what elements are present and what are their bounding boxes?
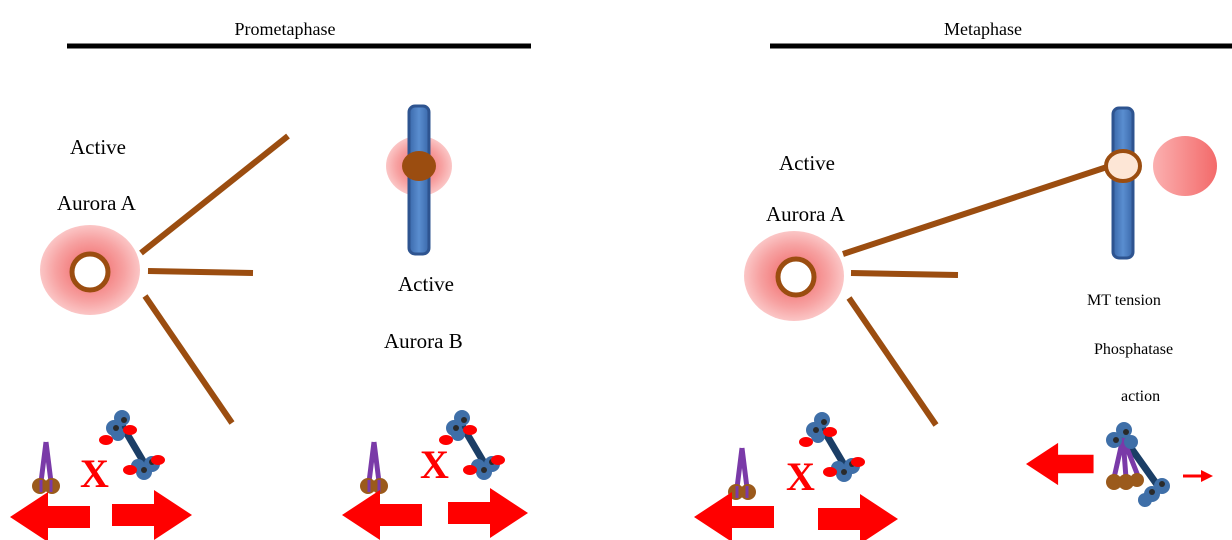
engaged-motor-complex (1106, 422, 1170, 507)
prometaphase-aurora-a-line2: Aurora A (57, 191, 137, 215)
force-arrow-right-icon (818, 494, 898, 540)
aurora-b-line1: Active (398, 272, 454, 296)
cross-mark: X (80, 451, 109, 496)
metaphase-aurora-a-line2: Aurora A (766, 202, 846, 226)
force-arrow-right-icon (448, 488, 528, 538)
metaphase-aurora-a-line1: Active (779, 151, 835, 175)
small-force-arrow-right-icon (1183, 470, 1213, 482)
note-line1: MT tension (1087, 292, 1161, 309)
prometaphase-aurora-a-line1: Active (70, 135, 126, 159)
aurora-b-glow (1153, 136, 1217, 196)
microtubule-line (147, 268, 254, 276)
prometaphase-panel: Prometaphase Active Aurora A Active Auro… (10, 19, 531, 540)
force-arrow-left-icon (1026, 442, 1094, 486)
force-arrow-left-icon (342, 490, 422, 540)
note-line3: action (1121, 388, 1160, 405)
motor-protein-icon (360, 442, 388, 494)
motor-protein-icon (728, 448, 756, 500)
metaphase-title: Metaphase (944, 19, 1022, 39)
microtubule-line (846, 296, 939, 427)
microtubule-line (850, 270, 959, 278)
centrosome (775, 256, 817, 298)
cross-mark: X (786, 454, 815, 499)
phosphorylated-complex-icon (439, 410, 505, 480)
kinetochore-disc (1104, 149, 1142, 183)
force-arrow-left-icon (10, 492, 90, 540)
force-arrow-right-icon (112, 490, 192, 540)
note-line2: Phosphatase (1094, 341, 1173, 358)
motor-protein-icon (32, 442, 60, 494)
metaphase-panel: Metaphase Active Aurora A MT tension Pho… (694, 19, 1232, 540)
microtubule-line (842, 164, 1108, 257)
cross-mark: X (420, 442, 449, 487)
aurora-b-line2: Aurora B (384, 329, 463, 353)
phosphorylated-complex-icon (99, 410, 165, 480)
prometaphase-title: Prometaphase (235, 19, 336, 39)
microtubule-line (139, 133, 290, 256)
microtubule-line (142, 294, 235, 425)
kinetochore-disc (402, 151, 436, 181)
centrosome (69, 251, 111, 293)
